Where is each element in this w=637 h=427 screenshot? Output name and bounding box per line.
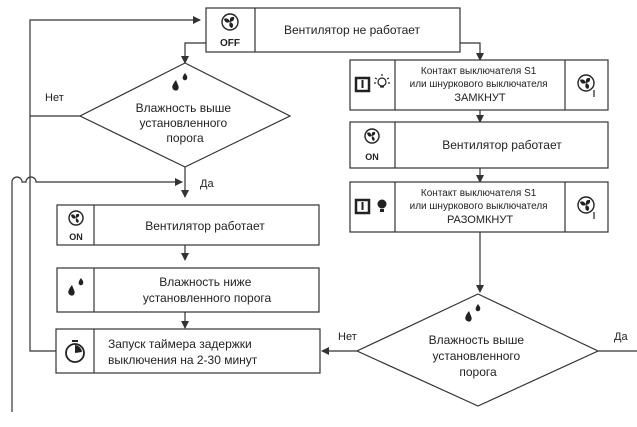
decision-right-line-2: установленного bbox=[432, 349, 520, 363]
switch-icon bbox=[354, 76, 371, 93]
decision-right-diamond bbox=[355, 293, 600, 407]
fan-on-left-text: Вентилятор работает bbox=[145, 219, 265, 233]
svg-text:Контакт выключателя S1 и: Контакт выключателя S1 или шнуркового вы… bbox=[410, 188, 551, 226]
bulb-on-icon bbox=[374, 74, 390, 88]
left-yes-label: Да bbox=[200, 178, 214, 190]
svg-text:Контакт выключателя S1 и: Контакт выключателя S1 или шнуркового вы… bbox=[410, 66, 551, 104]
timer-icon bbox=[65, 340, 85, 363]
edge-fan-off-to-left-decision bbox=[181, 42, 206, 64]
switch-icon bbox=[354, 198, 371, 215]
fan-on-icon: ON bbox=[364, 128, 380, 162]
humidity-below-line-1: Влажность ниже bbox=[159, 275, 251, 289]
decision-right-line-1: Влажность выше bbox=[429, 333, 525, 347]
decision-left-line-3: порога bbox=[166, 131, 204, 145]
droplets-icon bbox=[465, 304, 481, 322]
decision-left-line-2: установленного bbox=[139, 116, 227, 130]
fan-off-text: Вентилятор не работает bbox=[284, 23, 421, 37]
svg-text:Влажность выше установле: Влажность выше установленного порога bbox=[136, 101, 235, 145]
edge-timer-to-loop bbox=[29, 116, 56, 352]
node-fan-on-left: ON Вентилятор работает bbox=[56, 204, 320, 246]
node-switch-open: Контакт выключателя S1 или шнуркового вы… bbox=[349, 181, 609, 233]
left-no-label: Нет bbox=[45, 92, 64, 104]
node-switch-closed: Контакт выключателя S1 или шнуркового вы… bbox=[349, 59, 609, 111]
fan-on-right-text: Вентилятор работает bbox=[442, 138, 562, 152]
node-fan-on-left-box bbox=[56, 204, 320, 246]
edge-bottom-loop-back bbox=[11, 176, 183, 412]
fan-icon bbox=[577, 74, 595, 97]
node-humidity-check-left: Влажность выше установленного порога bbox=[78, 62, 292, 168]
node-timer: Запуск таймера задержки выключения на 2-… bbox=[55, 328, 321, 374]
decision-right-line-3: порога bbox=[459, 365, 497, 379]
edge-left-decision-no bbox=[29, 16, 201, 117]
bulb-off-icon bbox=[377, 199, 387, 212]
svg-text:Влажность ниже установле: Влажность ниже установленного порога bbox=[143, 275, 272, 305]
right-no-label: Нет bbox=[338, 331, 357, 343]
fan-off-icon: OFF bbox=[220, 13, 240, 49]
node-timer-box bbox=[55, 328, 321, 374]
node-fan-off-box bbox=[205, 7, 461, 53]
switch-open-line-1: Контакт выключателя S1 bbox=[421, 188, 537, 199]
decision-left-line-1: Влажность выше bbox=[136, 101, 232, 115]
node-fan-on-right-box bbox=[349, 121, 609, 169]
droplets-icon bbox=[172, 73, 188, 91]
timer-line-1: Запуск таймера задержки bbox=[108, 337, 252, 351]
droplets-icon bbox=[68, 278, 84, 296]
svg-text:Запуск таймера задержки: Запуск таймера задержки выключения на 2-… bbox=[108, 337, 258, 367]
switch-open-line-2: или шнуркового выключателя bbox=[410, 201, 548, 212]
node-fan-off: OFF Вентилятор не работает bbox=[205, 7, 461, 53]
decision-left-diamond bbox=[78, 62, 292, 168]
node-humidity-check-right: Влажность выше установленного порога bbox=[355, 293, 600, 407]
switch-open-line-3: РАЗОМКНУТ bbox=[447, 214, 513, 226]
fan-on-icon: ON bbox=[68, 210, 84, 242]
switch-closed-line-2: или шнуркового выключателя bbox=[410, 79, 548, 90]
node-humidity-below: Влажность ниже установленного порога bbox=[56, 267, 320, 313]
fan-on-right-label: ON bbox=[365, 152, 379, 162]
humidity-below-line-2: установленного порога bbox=[143, 291, 272, 305]
switch-closed-line-3: ЗАМКНУТ bbox=[454, 92, 505, 104]
right-yes-label: Да bbox=[614, 331, 628, 343]
svg-text:Влажность выше установле: Влажность выше установленного порога bbox=[429, 333, 528, 379]
edge-fan-off-to-switch-closed bbox=[460, 42, 484, 61]
fan-icon bbox=[577, 196, 595, 219]
fan-off-label: OFF bbox=[220, 38, 240, 49]
node-humidity-below-box bbox=[56, 267, 320, 313]
node-fan-on-right: ON Вентилятор работает bbox=[349, 121, 609, 169]
fan-on-left-label: ON bbox=[69, 232, 83, 242]
switch-closed-line-1: Контакт выключателя S1 bbox=[421, 66, 537, 77]
timer-line-2: выключения на 2-30 минут bbox=[108, 353, 258, 367]
